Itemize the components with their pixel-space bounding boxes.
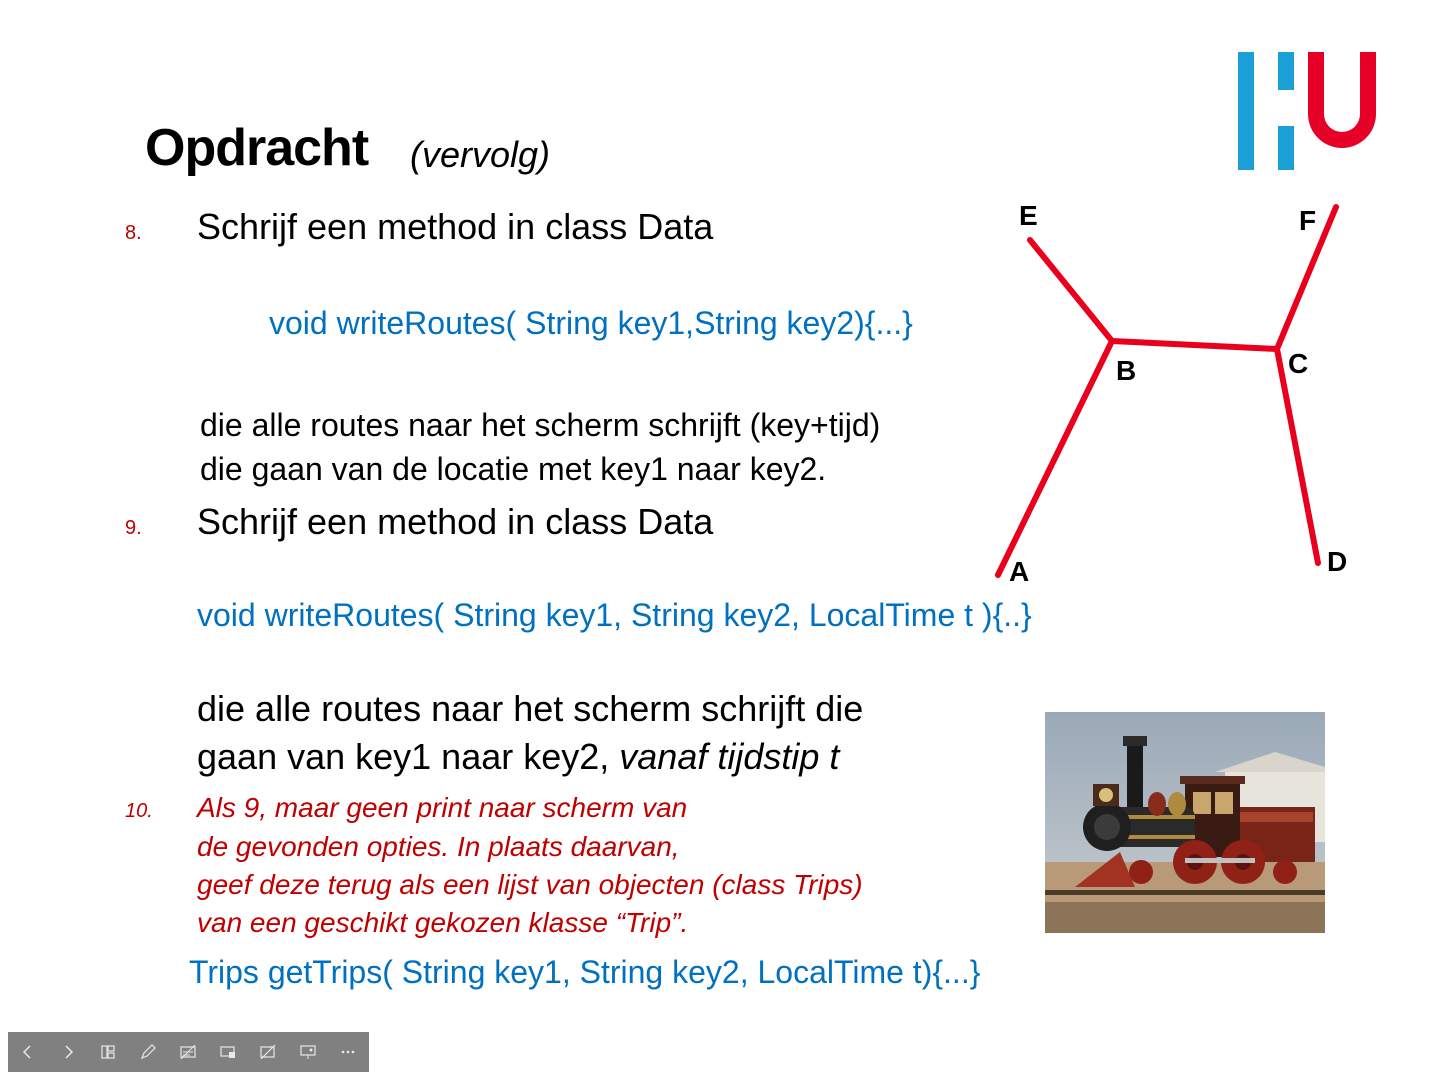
item-8-code: void writeRoutes( String key1,String key… xyxy=(269,305,913,341)
node-label-b: B xyxy=(1116,355,1136,386)
previous-icon xyxy=(22,1045,31,1059)
item-9-code: void writeRoutes( String key1, String ke… xyxy=(197,597,1032,633)
edge-b-c xyxy=(1109,338,1280,352)
node-label-d: D xyxy=(1327,546,1347,577)
screen-icon xyxy=(220,1046,235,1058)
presenter-view-icon xyxy=(300,1045,316,1059)
pen-tool-button[interactable] xyxy=(128,1032,168,1072)
node-label-e: E xyxy=(1019,200,1038,231)
edge-c-d xyxy=(1274,346,1321,566)
item-10-line1: Als 9, maar geen print naar scherm van xyxy=(197,792,688,823)
presenter-view-button[interactable] xyxy=(288,1032,328,1072)
item-10-line2: de gevonden opties. In plaats daarvan, xyxy=(197,831,680,862)
previous-slide-button[interactable] xyxy=(8,1032,48,1072)
next-icon xyxy=(65,1045,74,1059)
item-10-code: Trips getTrips( String key1, String key2… xyxy=(189,954,981,990)
item-9-text: Schrijf een method in class Data xyxy=(197,501,714,542)
node-label-f: F xyxy=(1299,205,1316,236)
next-slide-button[interactable] xyxy=(48,1032,88,1072)
node-label-c: C xyxy=(1288,348,1308,379)
screen-options-button[interactable] xyxy=(208,1032,248,1072)
slide-title: Opdracht xyxy=(145,119,369,177)
item-10-line3: geef deze terug als een lijst van object… xyxy=(197,869,863,900)
pen-icon xyxy=(140,1044,156,1060)
more-icon xyxy=(341,1050,355,1054)
edge-e-b xyxy=(1027,237,1115,344)
no-subtitles-icon xyxy=(260,1044,276,1060)
slides-overview-icon xyxy=(101,1045,115,1059)
hu-logo xyxy=(1238,52,1376,170)
item-8-text: Schrijf een method in class Data xyxy=(197,206,714,247)
item-number-10: 10. xyxy=(125,800,153,822)
item-9-desc-italic: vanaf tijdstip t xyxy=(619,736,840,777)
item-9-desc-line1: die alle routes naar het scherm schrijft… xyxy=(197,688,864,729)
item-10-line4: van een geschikt gekozen klasse “Trip”. xyxy=(197,907,689,938)
node-label-a: A xyxy=(1009,556,1029,585)
item-number-9: 9. xyxy=(125,517,142,539)
route-graph-diagram: E F B C A D xyxy=(995,200,1347,585)
slide-subtitle: (vervolg) xyxy=(410,134,551,175)
presentation-toolbar xyxy=(8,1032,369,1072)
steam-locomotive-photo xyxy=(1045,712,1325,933)
item-9-desc-plain: gaan van key1 naar key2, xyxy=(197,736,620,777)
item-9-desc-line2: gaan van key1 naar key2, vanaf tijdstip … xyxy=(197,736,839,778)
item-8-desc-line2: die gaan van de locatie met key1 naar ke… xyxy=(200,451,827,487)
hide-subtitles-button[interactable] xyxy=(248,1032,288,1072)
edge-f-c xyxy=(1274,204,1339,352)
see-all-slides-button[interactable] xyxy=(88,1032,128,1072)
subtitles-icon xyxy=(180,1044,196,1060)
edge-b-a xyxy=(995,338,1115,578)
item-8-desc-line1: die alle routes naar het scherm schrijft… xyxy=(200,407,881,443)
subtitles-button[interactable] xyxy=(168,1032,208,1072)
item-number-8: 8. xyxy=(125,222,142,244)
more-options-button[interactable] xyxy=(328,1032,368,1072)
